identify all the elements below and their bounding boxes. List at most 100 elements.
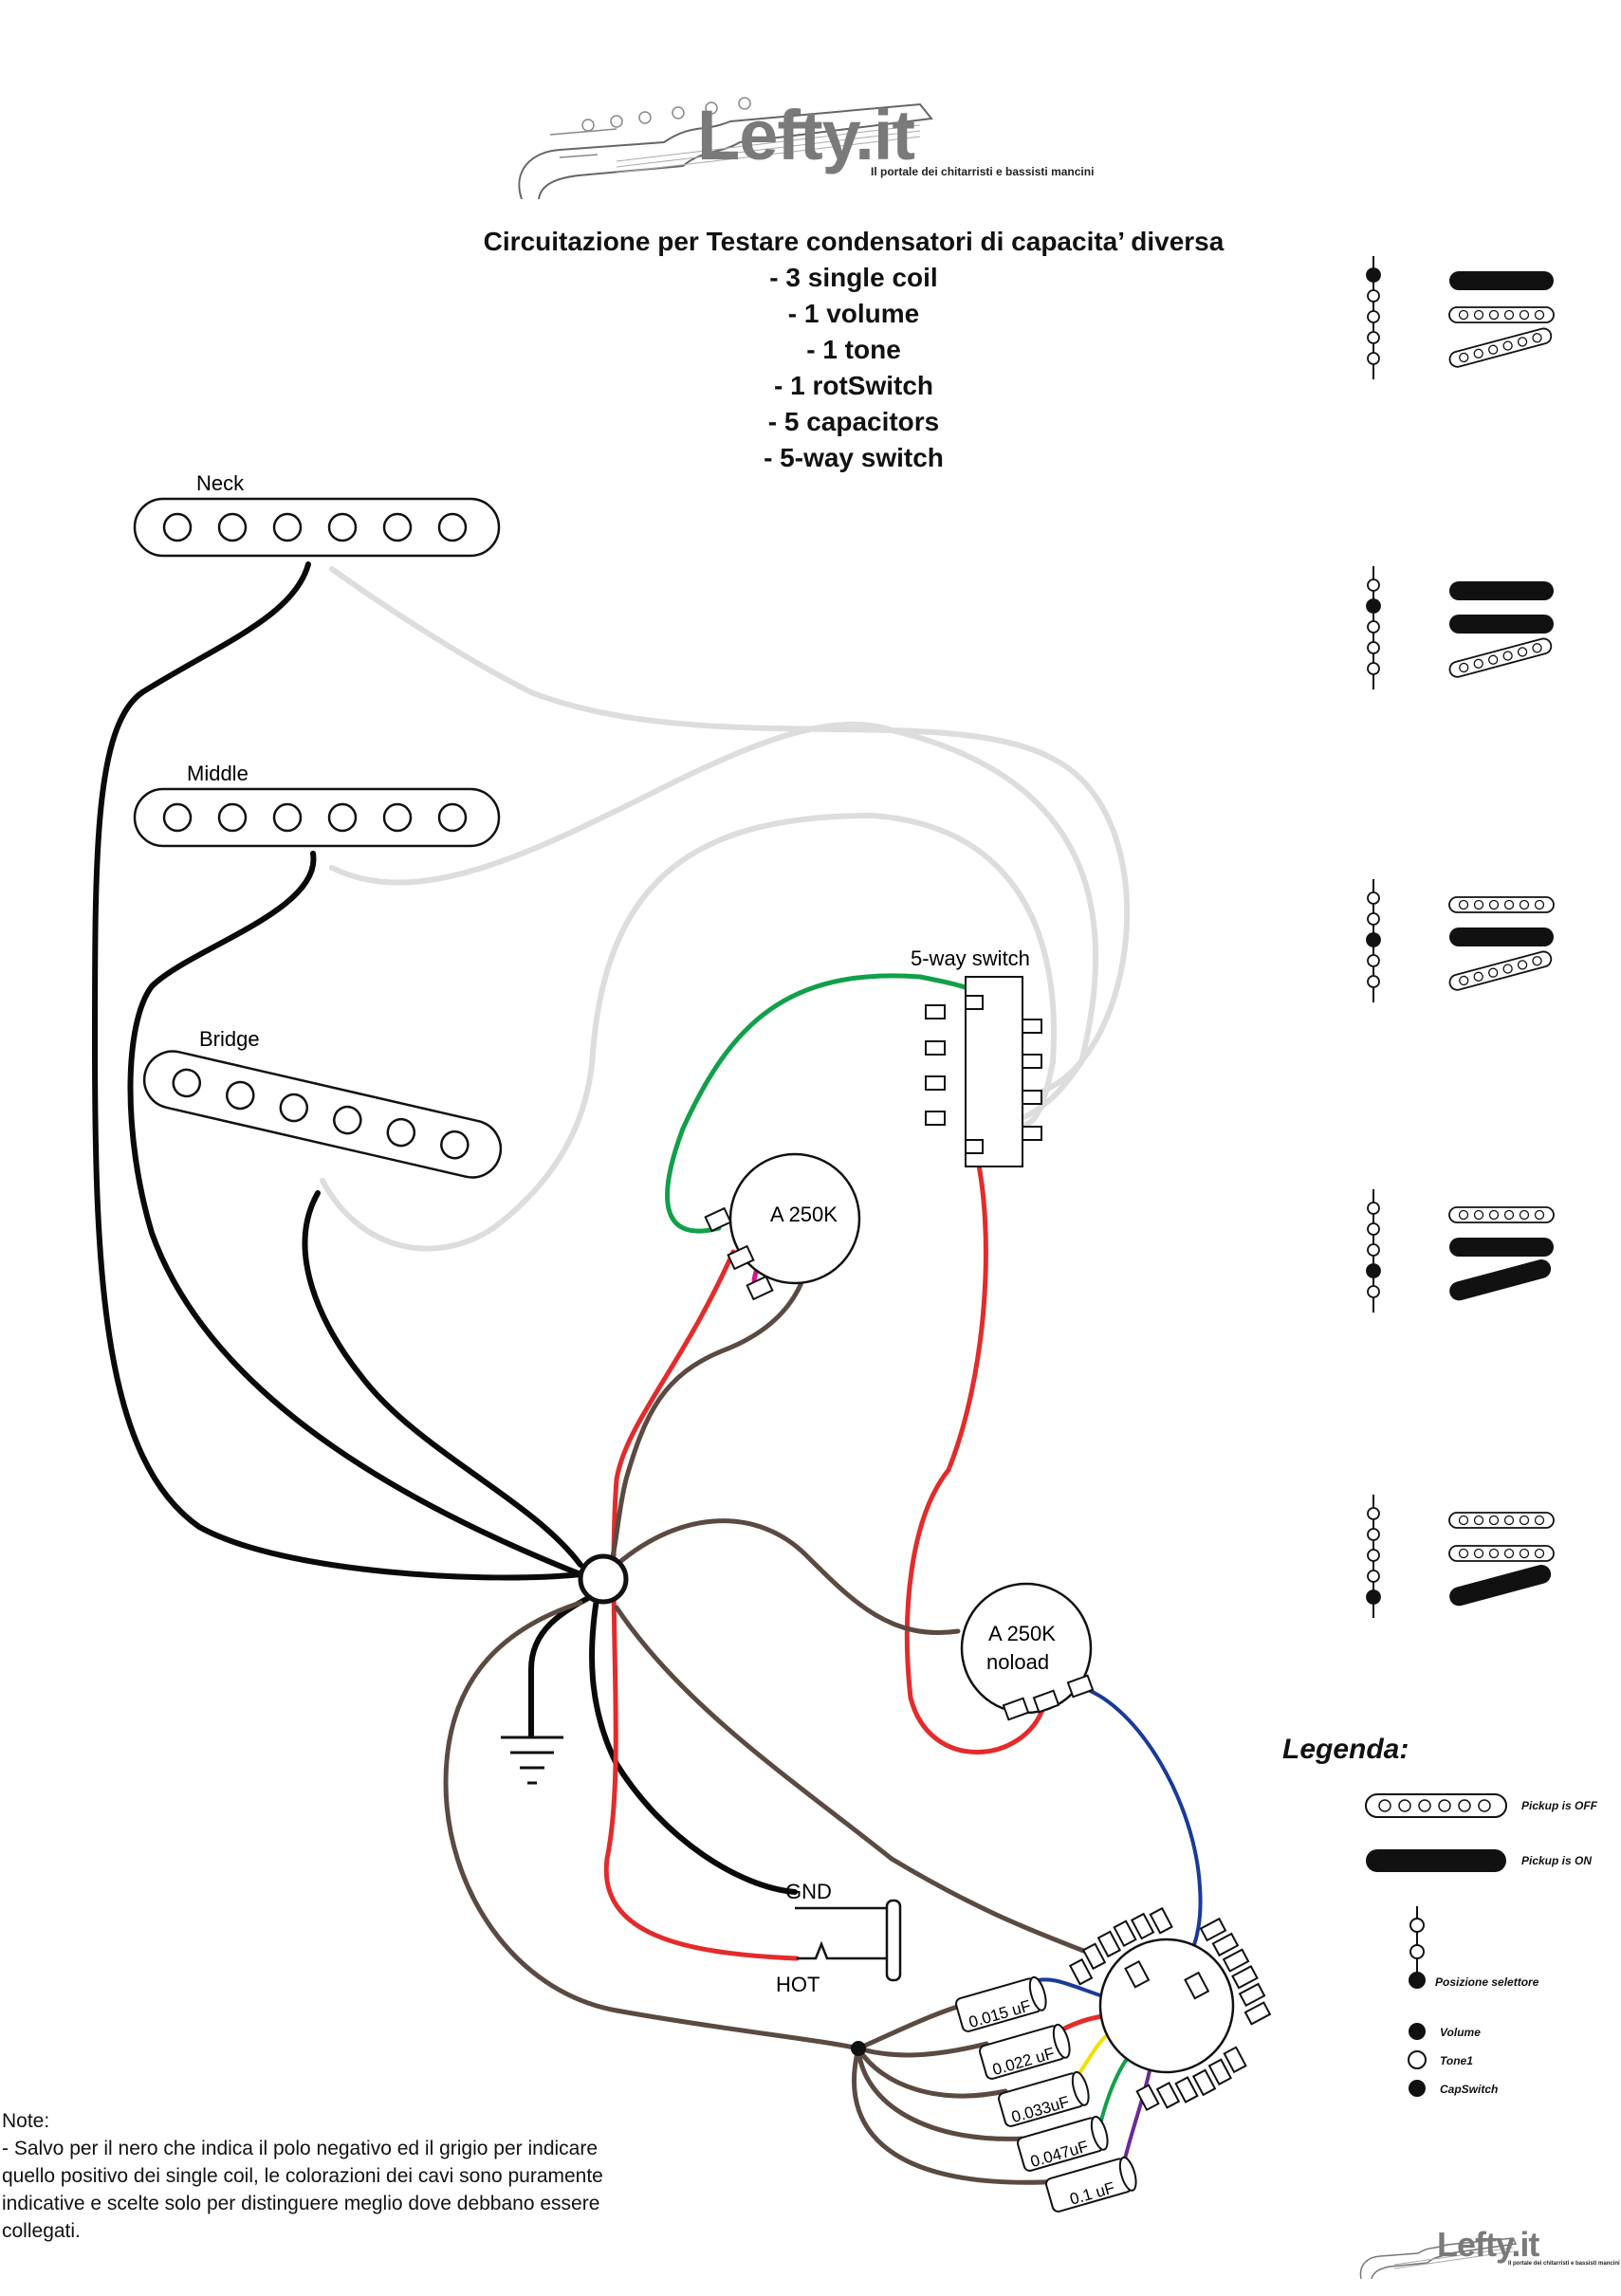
notes-heading: Note: <box>2 2110 50 2132</box>
legend-title: Legenda: <box>1282 1734 1409 1765</box>
selector-dot <box>1367 912 1380 926</box>
logo-bottom-tagline: Il portale dei chitarristi e bassisti ma… <box>1508 2261 1620 2267</box>
guitar-headstock-icon <box>518 97 933 199</box>
legend-pickup-on-icon <box>1366 1849 1506 1872</box>
title-item-rotswitch: - 1 rotSwitch <box>773 371 933 400</box>
wire-middle-hot <box>329 721 1099 1122</box>
ground-symbol-icon <box>501 1736 563 1785</box>
tone-pot-label-line1: A 250K <box>988 1622 1056 1645</box>
volume-pot <box>704 1152 861 1301</box>
selector-dot <box>1367 1243 1380 1257</box>
wire-jack-to-tone <box>614 1518 961 1635</box>
legend-pickup-on-label: Pickup is ON <box>1521 1854 1593 1867</box>
pickup-bridge <box>142 1050 503 1179</box>
position-pickup-off <box>1448 306 1555 323</box>
logo-top-brand: Lefty.it <box>697 96 915 174</box>
selector-dot <box>1367 954 1380 967</box>
switch-position-4 <box>1366 1189 1555 1313</box>
brown-wires <box>443 1240 1094 2185</box>
ground-junction <box>578 1553 629 1605</box>
selector-dot <box>1367 579 1380 592</box>
pickup-neck-label: Neck <box>196 471 245 495</box>
wire-bridge-hot <box>320 813 1057 1252</box>
legend-tone-icon <box>1408 2050 1427 2069</box>
jack-gnd-label: GND <box>785 1880 832 1903</box>
capacitor-2 <box>979 2023 1071 2080</box>
switch-position-diagrams <box>1366 256 1555 1618</box>
title-item-tone: - 1 tone <box>806 335 901 364</box>
five-way-switch-label: 5-way switch <box>911 946 1030 970</box>
logo-top-tagline: Il portale dei chitarristi e bassisti ma… <box>871 165 1095 178</box>
notes-body: - Salvo per il nero che indica il polo n… <box>2 2138 603 2242</box>
legend-pickup-off-label: Pickup is OFF <box>1521 1799 1598 1812</box>
wire-cap-bus-2 <box>856 2041 989 2058</box>
position-pickup-on <box>1449 271 1554 290</box>
position-pickup-off <box>1448 950 1553 991</box>
wire-middle-ground <box>127 851 583 1577</box>
pickup-middle-label: Middle <box>187 762 249 785</box>
legend-volume-icon <box>1409 2023 1426 2040</box>
legend-capswitch-icon <box>1409 2080 1426 2097</box>
selector-dot <box>1367 331 1380 344</box>
legend-selector-label: Posizione selettore <box>1435 1975 1539 1989</box>
capacitor-5 <box>1045 2156 1137 2213</box>
wire-switch-common <box>904 1145 1046 1754</box>
title-block: Circuitazione per Testare condensatori d… <box>285 224 1423 476</box>
position-pickup-on <box>1449 1259 1552 1301</box>
selector-dot <box>1367 975 1380 988</box>
switch-position-1 <box>1366 256 1555 379</box>
legend-selector-icon <box>1409 1906 1426 1989</box>
position-pickup-off <box>1448 1206 1555 1223</box>
position-pickup-off <box>1448 327 1553 368</box>
position-pickup-off <box>1448 1512 1555 1529</box>
selector-active-dot <box>1366 1263 1381 1278</box>
logo-top[interactable]: Lefty.it Il portale dei chitarristi e ba… <box>503 66 1167 199</box>
selector-dot <box>1367 1549 1380 1562</box>
grey-wires <box>320 566 1131 1252</box>
notes: Note: - Salvo per il nero che indica il … <box>2 2107 618 2245</box>
capacitor-bus-junction <box>851 2041 866 2056</box>
selector-dot <box>1367 1570 1380 1583</box>
black-wires <box>92 561 798 1895</box>
selector-dot <box>1367 1528 1380 1541</box>
selector-dot <box>1367 1507 1380 1520</box>
selector-dot <box>1367 662 1380 675</box>
pickup-neck <box>133 497 501 558</box>
position-pickup-on <box>1449 1238 1554 1257</box>
capacitor-4 <box>1017 2115 1109 2172</box>
selector-dot <box>1367 1202 1380 1215</box>
selector-active-dot <box>1366 267 1381 283</box>
switch-position-5 <box>1366 1495 1555 1618</box>
title-item-volume: - 1 volume <box>787 299 920 328</box>
position-pickup-on <box>1449 1565 1552 1607</box>
five-way-switch <box>925 976 1042 1167</box>
logo-bottom[interactable]: Lefty.it Il portale dei chitarristi e ba… <box>1356 2219 1620 2286</box>
guitar-headstock-icon-small <box>1359 2237 1518 2280</box>
selector-active-dot <box>1366 598 1381 614</box>
position-pickup-on <box>1449 581 1554 600</box>
wire-green <box>665 973 987 1234</box>
legend-tone-label: Tone1 <box>1440 2054 1473 2067</box>
switch-position-2 <box>1366 566 1554 689</box>
wire-volume-out <box>603 1249 800 1961</box>
position-pickup-off <box>1448 896 1555 913</box>
volume-pot-label: A 250K <box>770 1203 838 1226</box>
tone-pot <box>960 1582 1095 1721</box>
wire-cap-bus-4 <box>856 2046 1027 2141</box>
selector-dot <box>1367 310 1380 323</box>
position-pickup-on <box>1449 928 1554 946</box>
selector-dot <box>1367 1285 1380 1298</box>
page-title: Circuitazione per Testare condensatori d… <box>483 227 1225 256</box>
position-pickup-on <box>1449 615 1554 634</box>
legend-volume-label: Volume <box>1440 2026 1481 2039</box>
title-item-capacitors: - 5 capacitors <box>767 407 940 436</box>
wire-ground-left <box>443 1600 861 2051</box>
jack-hot-label: HOT <box>776 1973 820 1996</box>
selector-dot <box>1367 1222 1380 1236</box>
capacitors <box>955 1975 1137 2213</box>
position-pickup-off <box>1448 637 1553 678</box>
wire-ground-right <box>614 1605 1094 1956</box>
legend-graphics <box>1365 1793 1507 2097</box>
selector-active-dot <box>1366 1589 1381 1605</box>
